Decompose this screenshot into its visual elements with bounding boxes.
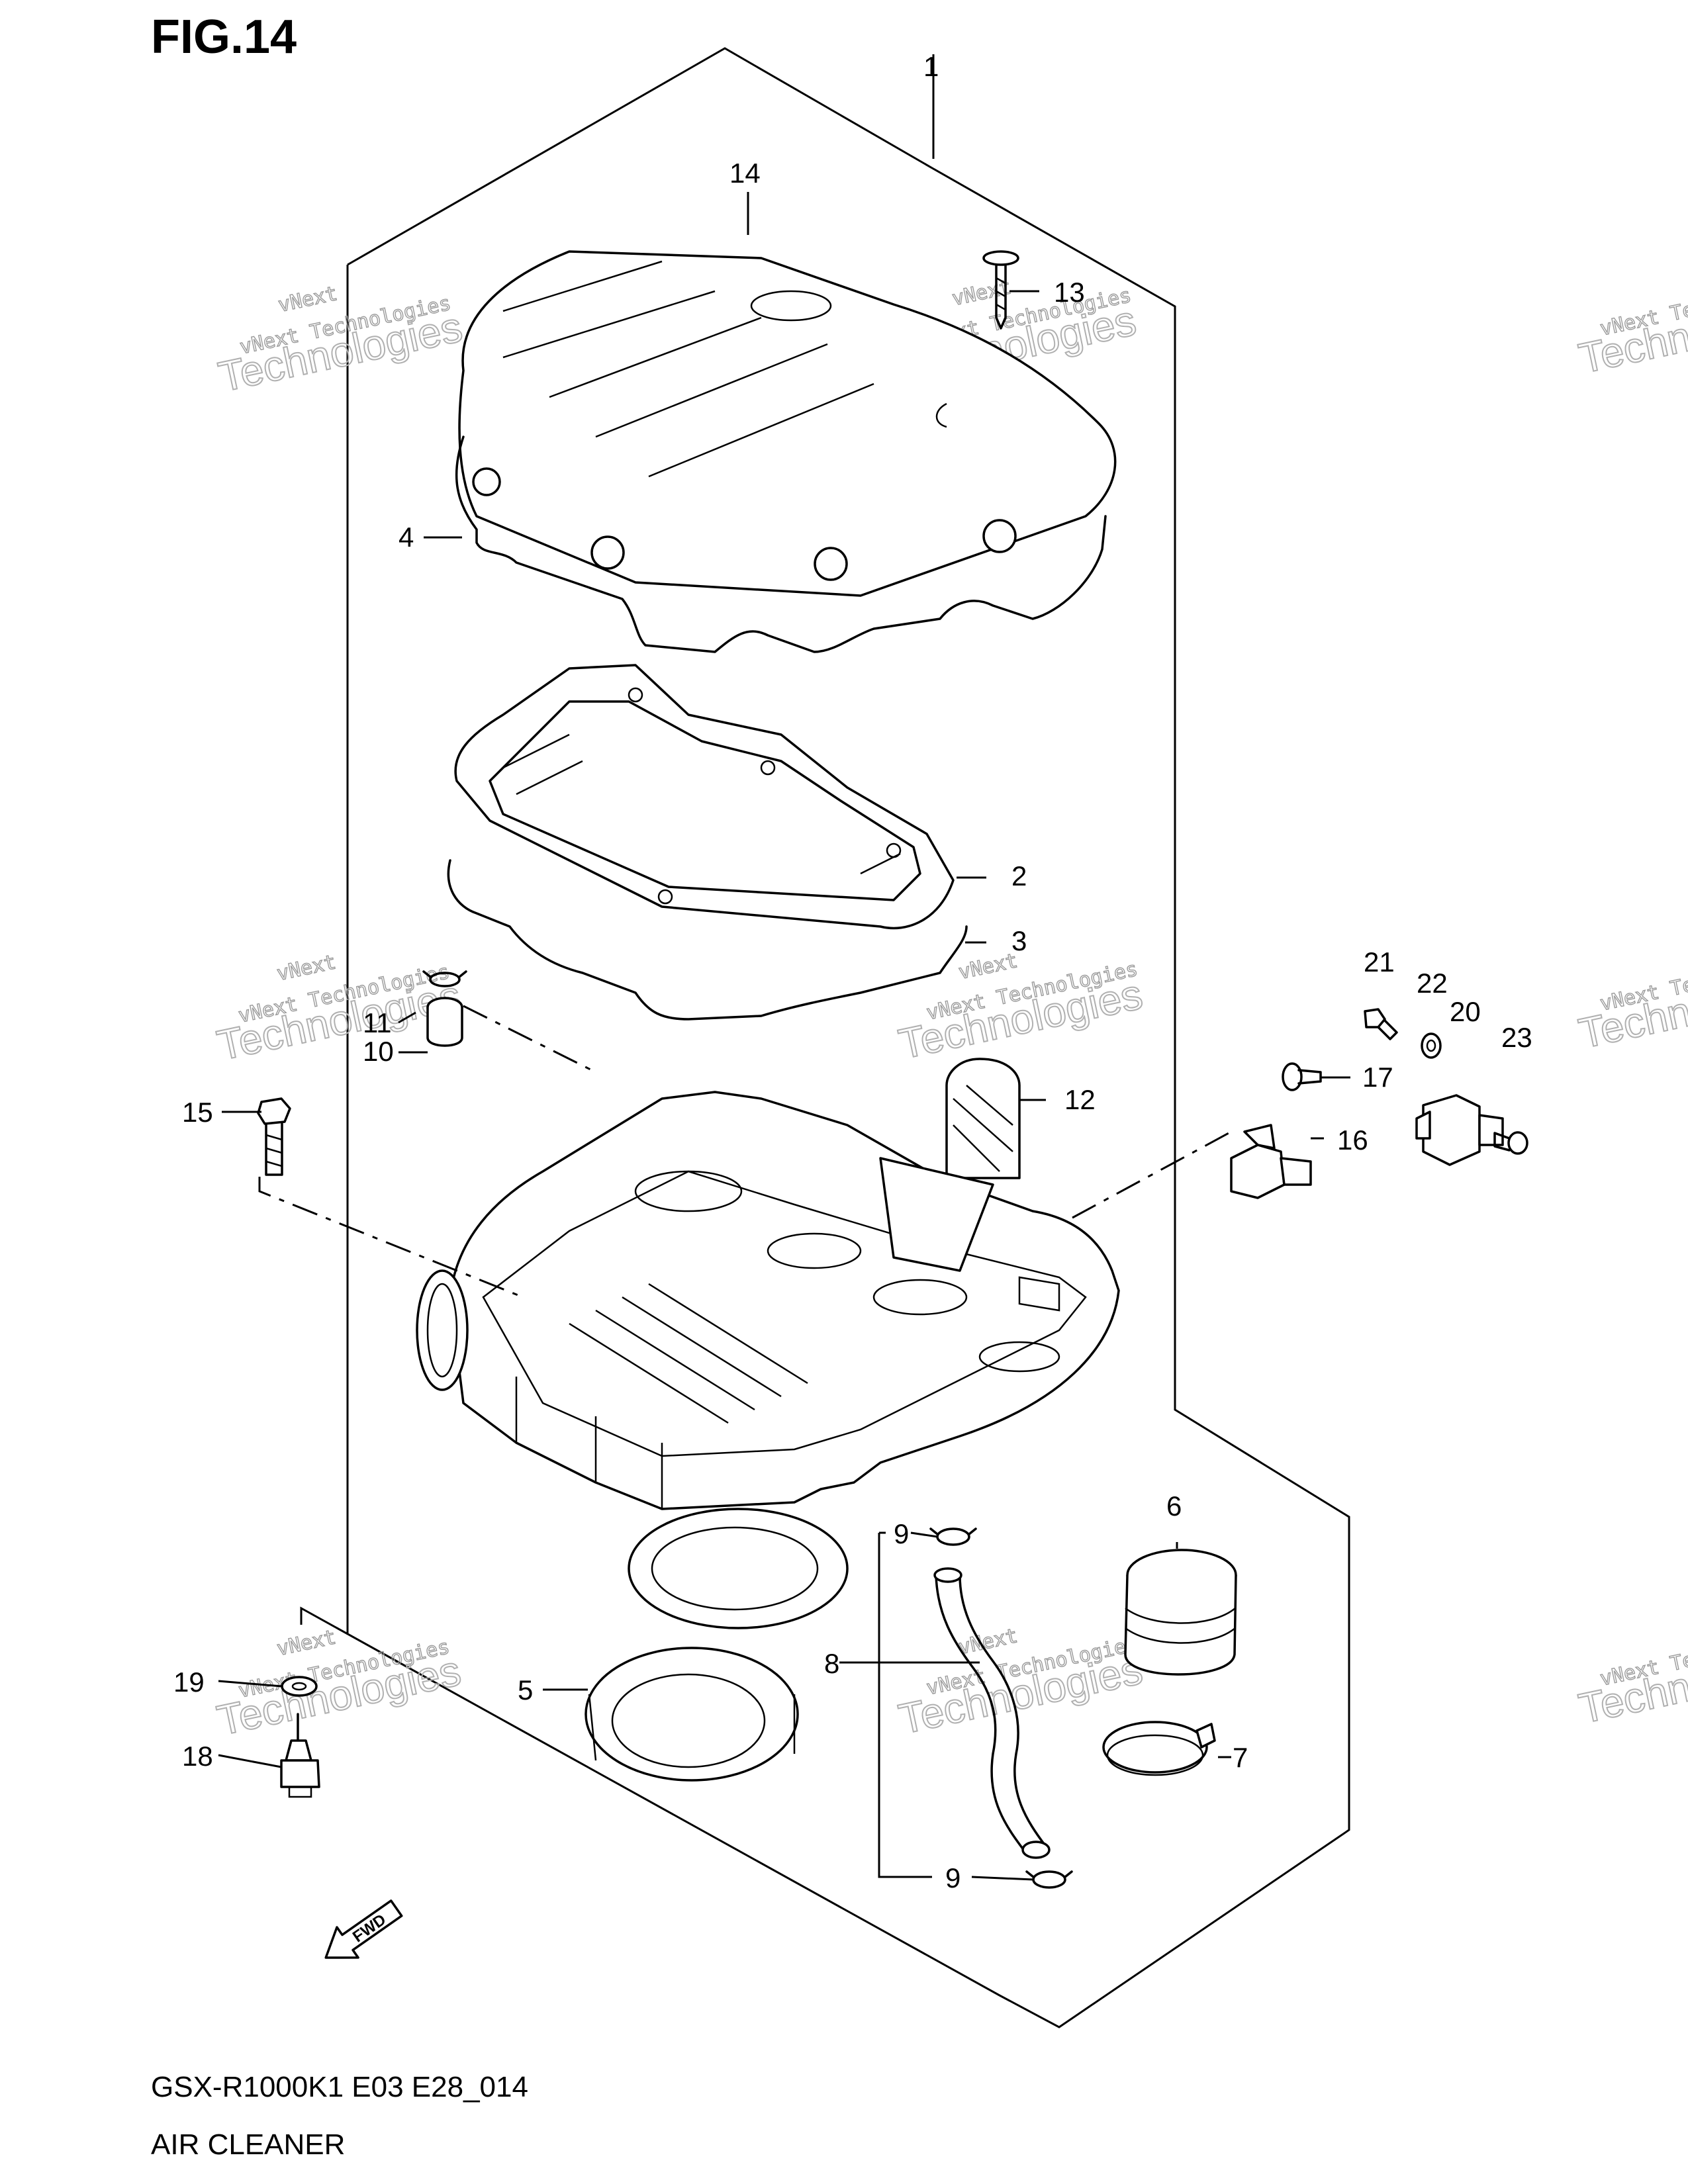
svg-text:Technologies: Technologies	[1575, 960, 1688, 1058]
part-22-washer[interactable]	[1421, 1032, 1442, 1059]
svg-text:Technologies: Technologies	[1575, 285, 1688, 383]
callout-8[interactable]: 8	[824, 1648, 839, 1679]
callout-18[interactable]: 18	[182, 1741, 213, 1772]
callout-15[interactable]: 15	[182, 1097, 213, 1128]
part-4-cover-gasket[interactable]	[455, 435, 1107, 653]
part-15-bolt[interactable]	[257, 1097, 291, 1176]
callout-22[interactable]: 22	[1417, 968, 1448, 999]
assembly-frame	[300, 47, 1350, 2028]
part-6-intake-boot[interactable]	[1124, 1549, 1237, 1676]
part-1-case-body[interactable]	[416, 1091, 1120, 1510]
callout-17[interactable]: 17	[1362, 1062, 1393, 1093]
watermark: vNext Technologies Technologies vNext	[894, 1624, 1147, 1744]
part-8-drain-hose[interactable]	[933, 1567, 1051, 1859]
watermark: vNext Technologies Technologies	[1574, 1623, 1688, 1733]
case-outlet[interactable]	[628, 1508, 849, 1629]
callout-7[interactable]: 7	[1233, 1742, 1248, 1773]
part-20-sensor[interactable]	[1415, 1094, 1504, 1166]
part-9-clip-upper[interactable]	[929, 1527, 977, 1546]
leader-lines	[218, 54, 1350, 1881]
callout-3[interactable]: 3	[1011, 925, 1027, 956]
svg-text:vNext: vNext	[275, 1625, 338, 1661]
callout-5[interactable]: 5	[518, 1674, 533, 1706]
callout-2[interactable]: 2	[1011, 860, 1027, 891]
figure-title: FIG.14	[151, 11, 297, 64]
callout-23[interactable]: 23	[1501, 1022, 1532, 1053]
callout-9-lower[interactable]: 9	[945, 1862, 961, 1893]
callout-11[interactable]: 11	[363, 1007, 392, 1038]
part-18-switch[interactable]	[280, 1713, 320, 1798]
callout-6[interactable]: 6	[1166, 1490, 1182, 1522]
svg-text:vNext: vNext	[957, 949, 1020, 984]
part-17-screw[interactable]	[1282, 1062, 1322, 1091]
svg-text:vNext: vNext	[950, 275, 1013, 310]
callout-9-upper[interactable]: 9	[894, 1518, 909, 1549]
watermark: vNext Technologies Technologies vNext	[212, 1625, 465, 1745]
part-13-screw[interactable]	[982, 250, 1019, 330]
callout-12[interactable]: 12	[1064, 1084, 1096, 1115]
watermark: vNext Technologies Technologies	[1574, 273, 1688, 383]
callout-19[interactable]: 19	[173, 1666, 205, 1698]
figure-code: GSX-R1000K1 E03 E28_014	[151, 2071, 528, 2103]
callout-1[interactable]: 1	[923, 51, 939, 82]
part-11-clamp[interactable]	[422, 970, 467, 987]
watermark: vNext Technologies Technologies	[1574, 948, 1688, 1058]
callout-20[interactable]: 20	[1450, 996, 1481, 1027]
part-14-cover[interactable]	[458, 250, 1117, 597]
callout-10[interactable]: 10	[363, 1036, 394, 1067]
svg-text:Technologies: Technologies	[1575, 1635, 1688, 1733]
part-7-clamp[interactable]	[1102, 1721, 1216, 1776]
part-12-screen[interactable]	[945, 1058, 1021, 1179]
part-3-filter-gasket[interactable]	[447, 859, 968, 1021]
part-9-clip-lower[interactable]	[1025, 1870, 1073, 1889]
part-5-seal[interactable]	[585, 1647, 799, 1782]
part-19-washer[interactable]	[281, 1676, 318, 1697]
figure-name: AIR CLEANER	[151, 2128, 345, 2161]
svg-text:vNext: vNext	[275, 950, 338, 985]
callout-16[interactable]: 16	[1337, 1124, 1368, 1156]
part-21-bolt[interactable]	[1364, 1008, 1398, 1040]
callout-4[interactable]: 4	[399, 522, 414, 553]
watermark: vNext Technologies Technologies vNext	[214, 281, 467, 401]
part-23-screw[interactable]	[1493, 1131, 1528, 1155]
callout-labels: 1 2 3 4 5 6 7 8 9 9 10 11 12 13 14 15 16…	[173, 51, 1532, 1893]
callout-21[interactable]: 21	[1364, 946, 1395, 978]
callout-14[interactable]: 14	[729, 158, 761, 189]
alignment-lines	[258, 1005, 1232, 1298]
part-16-sensor[interactable]	[1230, 1124, 1312, 1199]
callout-13[interactable]: 13	[1054, 277, 1085, 308]
svg-text:vNext: vNext	[276, 282, 340, 317]
part-10-cap[interactable]	[426, 997, 463, 1047]
fwd-arrow: FWD	[324, 1899, 403, 1959]
part-2-filter-element[interactable]	[454, 664, 955, 930]
watermark: vNext Technologies Technologies vNext	[212, 950, 465, 1070]
